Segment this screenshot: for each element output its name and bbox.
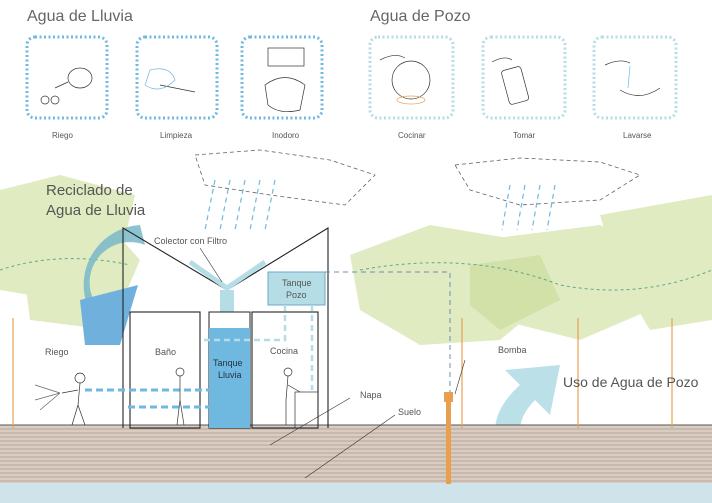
use-label: Inodoro bbox=[272, 131, 300, 140]
water-table bbox=[0, 483, 712, 503]
kitchen-label: Cocina bbox=[270, 346, 299, 356]
soil bbox=[0, 425, 712, 490]
bathroom-label: Baño bbox=[155, 347, 177, 357]
use-label: Riego bbox=[52, 131, 73, 140]
use-label: Lavarse bbox=[623, 131, 652, 140]
well-tank-label-1: Tanque bbox=[282, 278, 312, 288]
water-table-label: Napa bbox=[360, 390, 382, 400]
use-label: Tomar bbox=[513, 131, 536, 140]
well-water-heading: Agua de Pozo bbox=[370, 8, 471, 25]
use-label: Cocinar bbox=[398, 131, 426, 140]
recycle-title-line2: Agua de Lluvia bbox=[46, 202, 146, 219]
well-tank-label-2: Pozo bbox=[286, 290, 307, 300]
well-use-title: Uso de Agua de Pozo bbox=[563, 374, 699, 390]
use-label: Limpieza bbox=[160, 131, 193, 140]
rain-water-heading: Agua de Lluvia bbox=[27, 8, 133, 25]
recycle-title-line1: Reciclado de bbox=[46, 182, 133, 199]
rain-tank-label-1: Tanque bbox=[213, 358, 243, 368]
collector-label: Colector con Filtro bbox=[154, 236, 228, 246]
pump-label: Bomba bbox=[498, 345, 527, 355]
soil-label: Suelo bbox=[398, 407, 422, 417]
rain-tank-label-2: Lluvia bbox=[218, 370, 242, 380]
irrigation-label: Riego bbox=[45, 347, 69, 357]
icon-frames bbox=[25, 35, 678, 120]
